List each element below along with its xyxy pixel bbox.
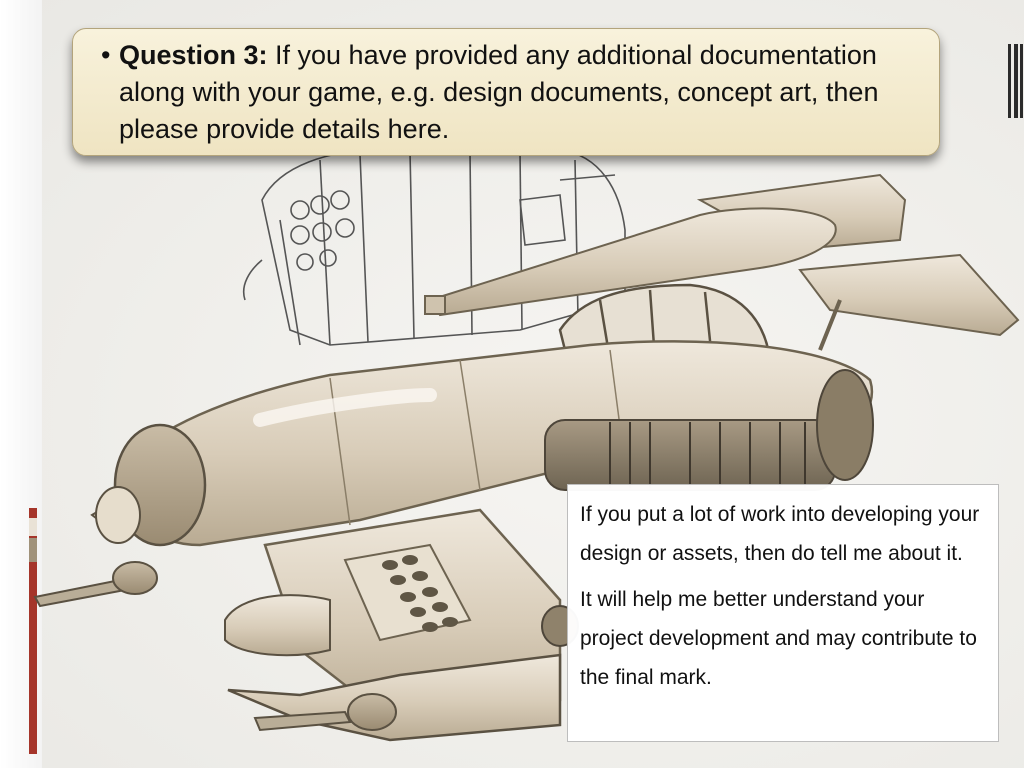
accent-bar-red xyxy=(29,508,37,754)
accent-bar-cream xyxy=(29,518,37,536)
bullet-icon: • xyxy=(101,40,111,70)
question-banner: • Question 3: If you have provided any ad… xyxy=(72,28,940,156)
accent-bar-tan xyxy=(29,538,37,562)
question-text: • Question 3: If you have provided any ad… xyxy=(101,37,919,148)
question-label: Question 3: xyxy=(119,40,268,70)
info-text-box: If you put a lot of work into developing… xyxy=(567,484,999,742)
wireframe-cockpit-sketch xyxy=(243,149,626,346)
question-body: If you have provided any additional docu… xyxy=(119,40,879,144)
info-paragraph-1: If you put a lot of work into developing… xyxy=(580,503,980,565)
info-paragraph-2: It will help me better understand your p… xyxy=(580,588,977,689)
